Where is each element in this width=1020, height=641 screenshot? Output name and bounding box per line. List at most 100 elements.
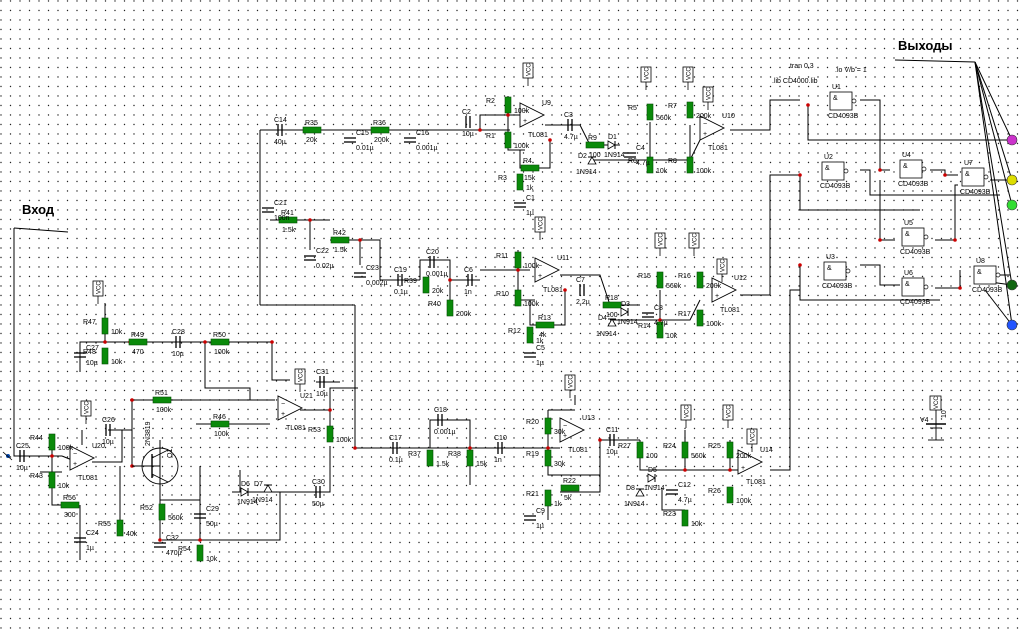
vcc-terminal: VCC	[654, 232, 666, 256]
opamp-part: TL081	[543, 287, 563, 294]
output-terminal-2[interactable]	[1006, 174, 1018, 186]
resistor-value: 10k	[111, 359, 123, 366]
resistor-ref: R47	[83, 319, 96, 326]
resistor-value: 10k	[656, 168, 668, 175]
vcc-label: VCC	[727, 405, 733, 418]
capacitor-c8: C84.7µ	[642, 305, 668, 327]
gate-part: CD4093B	[822, 283, 853, 290]
diode-ref: D6	[241, 481, 250, 488]
resistor-value: 10k	[111, 329, 123, 336]
gate-ref: U4	[902, 152, 911, 159]
capacitor-c11: C11 10µ	[606, 427, 618, 456]
resistor-value: 100k	[524, 301, 540, 308]
gate-symbol: &	[903, 163, 908, 170]
resistor-value: 100	[589, 152, 601, 159]
opamp-ref: U21	[300, 393, 313, 400]
vcc-terminal: VCC	[722, 404, 734, 428]
capacitor-ref: C8	[654, 305, 663, 312]
vcc-terminal: VCC	[564, 374, 576, 398]
resistor-ref: R2	[486, 98, 495, 105]
resistor-value: 40k	[126, 531, 138, 538]
vcc-label: VCC	[707, 87, 713, 100]
vcc-label: VCC	[569, 375, 575, 388]
resistor-value: 100k	[706, 321, 722, 328]
resistor-ref: R9	[588, 135, 597, 142]
capacitor-ref: C27	[86, 345, 99, 352]
capacitor-value: 1µ	[536, 360, 544, 367]
gate-symbol: &	[965, 171, 970, 178]
vcc-terminal: VCC	[640, 66, 652, 90]
diode-d8: D8 1N914	[624, 485, 645, 508]
capacitor-value: 1µ	[86, 545, 94, 552]
resistor-value: 560k	[666, 283, 682, 290]
capacitor-value: 10µ	[102, 439, 114, 446]
resistor-value: 100k	[696, 168, 712, 175]
capacitor-ref: C21	[274, 200, 287, 207]
capacitor-c4: C44.7µ	[624, 145, 650, 167]
capacitor-value: 0.02µ	[316, 263, 334, 270]
supply-value: 10	[941, 410, 948, 418]
capacitor-ref: C11	[606, 427, 618, 434]
resistor-ref: R54	[178, 546, 191, 553]
capacitor-value: 0.001µ	[426, 271, 448, 278]
vcc-label: VCC	[97, 281, 103, 294]
resistor-ref: R36	[373, 120, 386, 127]
svg-text:+: +	[703, 131, 707, 138]
capacitor-ref: C14	[274, 117, 287, 124]
output-terminal-5[interactable]	[1006, 319, 1018, 331]
resistor-value: 200k	[696, 113, 712, 120]
junctions	[50, 103, 962, 542]
diode-ref: D8	[626, 485, 635, 492]
vcc-terminal: VCC	[294, 368, 306, 392]
diode-part: 1N914	[644, 485, 665, 492]
capacitor-ref: C1	[526, 195, 535, 202]
resistor-value: 20k	[306, 137, 318, 144]
resistor-value: 100	[606, 312, 618, 319]
svg-text:−: −	[538, 263, 542, 270]
vcc-terminal: VCC	[716, 258, 728, 282]
gate-symbol: &	[977, 269, 982, 276]
output-terminal-3[interactable]	[1006, 199, 1018, 211]
diode-part: 1N914	[624, 501, 645, 508]
capacitor-value: 4.7µ	[678, 497, 692, 504]
capacitor-ref: C3	[564, 112, 573, 119]
output-terminal-4[interactable]	[1006, 279, 1018, 291]
resistor-ref: R49	[131, 332, 144, 339]
resistor-ref: R14	[638, 323, 651, 330]
capacitor-ref: C32	[166, 535, 179, 542]
gate-ref: U2	[824, 154, 833, 161]
resistor-ref: R48	[83, 349, 96, 356]
vcc-label: VCC	[721, 259, 727, 272]
capacitor-ref: C9	[536, 508, 545, 515]
capacitor-value: 10µ	[606, 449, 618, 456]
capacitor-value: 4.7µ	[564, 134, 578, 141]
capacitor-ref: C23	[366, 265, 379, 272]
resistor-ref: R40	[428, 301, 441, 308]
output-terminal-1[interactable]	[1006, 134, 1018, 146]
input-label: Вход	[22, 202, 55, 217]
vcc-label: VCC	[527, 63, 533, 76]
resistor-ref: R4	[523, 158, 532, 165]
resistor-value: 15k	[476, 461, 488, 468]
gate-part: CD4093B	[898, 181, 929, 188]
gate-symbol: &	[827, 265, 832, 272]
